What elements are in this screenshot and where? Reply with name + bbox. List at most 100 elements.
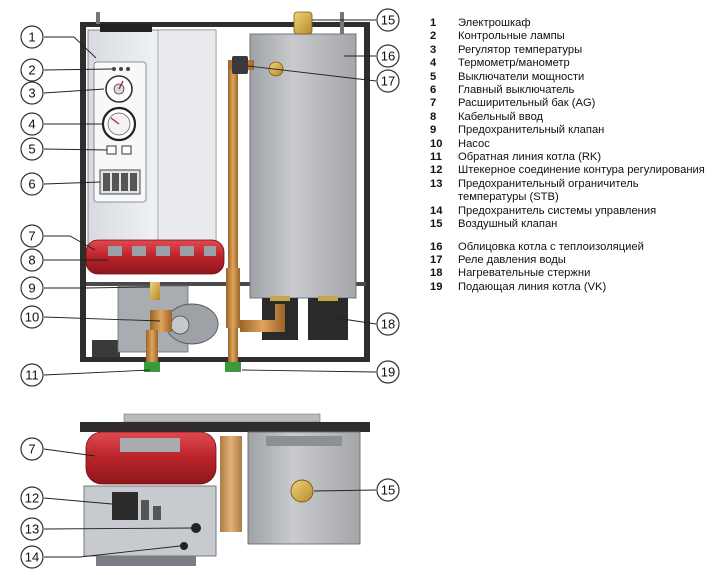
- tank-band: [108, 246, 122, 256]
- callout-number: 2: [28, 63, 35, 78]
- main-switch-lever: [103, 173, 110, 191]
- vessel-stub: [340, 12, 344, 34]
- legend-number: 1: [430, 17, 437, 29]
- callout-number: 16: [381, 49, 395, 64]
- frame-top-bar: [80, 22, 370, 27]
- top-view-pipes: [220, 436, 242, 532]
- legend-text: Обратная линия котла (RK): [458, 151, 602, 164]
- legend-text: Выключатели мощности: [458, 70, 585, 83]
- top-view-tank: [85, 431, 217, 485]
- callout-11: 11: [20, 363, 44, 387]
- legend-number: 16: [430, 240, 443, 253]
- heating-rod-cap: [270, 296, 290, 301]
- frame-right-post: [364, 22, 370, 362]
- legend-text: Предохранительный ограничитель температу…: [458, 177, 639, 204]
- legend-text: Штекерное соединение контура регулирован…: [458, 164, 705, 177]
- callout-number: 13: [25, 522, 39, 537]
- cabinet-top: [100, 24, 152, 32]
- legend-text: Облицовка котла с теплоизоляцией: [458, 240, 644, 253]
- legend-text: Электрошкаф: [458, 17, 531, 29]
- legend-text: Насос: [458, 137, 490, 150]
- main-switch-lever: [121, 173, 128, 191]
- callout-10: 10: [20, 305, 44, 329]
- legend-item: 5 Выключатели мощности: [430, 71, 710, 84]
- callout-17: 17: [376, 69, 400, 93]
- legend-number: 6: [430, 84, 437, 97]
- cabinet-side: [157, 29, 217, 253]
- tank-band: [156, 246, 170, 256]
- callout-number: 8: [28, 253, 35, 268]
- top-view-tank-clamp: [120, 438, 180, 452]
- legend-number: 12: [430, 164, 443, 177]
- callout-number: 11: [25, 368, 39, 383]
- thermostat-pointer: [118, 80, 124, 90]
- callout-3: 3: [20, 81, 44, 105]
- callout-5: 5: [20, 137, 44, 161]
- callout-8: 8: [20, 248, 44, 272]
- main-switch-lever: [112, 173, 119, 191]
- legend-number: 10: [430, 137, 443, 150]
- boiler-diagram: 1 2 3 4 5 6 7 8 9 10 11 15 16 17 18 19 7…: [20, 8, 400, 569]
- callout-number: 6: [28, 177, 35, 192]
- pump-inlet: [150, 310, 172, 332]
- callout-number: 3: [28, 86, 35, 101]
- top-view-base: [96, 556, 196, 566]
- power-switch: [121, 145, 132, 155]
- indicator-lamp: [119, 67, 123, 71]
- top-view-frame: [80, 422, 370, 432]
- callout-number: 14: [25, 550, 39, 565]
- legend-number: 15: [430, 218, 443, 231]
- return-pipe: [146, 330, 158, 364]
- stb-button: [191, 523, 201, 533]
- top-view-vessel-plate: [266, 436, 342, 446]
- callout-13: 13: [20, 517, 44, 541]
- callout-number: 15: [381, 13, 395, 28]
- flow-pipe: [228, 328, 238, 364]
- return-pipe-cap: [144, 362, 160, 372]
- control-fuse: [180, 542, 188, 550]
- legend-number: 8: [430, 110, 437, 123]
- legend-item: 1 Электрошкаф: [430, 17, 710, 30]
- pump-cap: [170, 315, 190, 335]
- pressure-switch: [232, 56, 248, 74]
- legend-item: 16 Облицовка котла с теплоизоляцией: [430, 241, 710, 254]
- copper-pipe-lower: [226, 268, 240, 328]
- tank-band: [180, 246, 194, 256]
- callout-1: 1: [20, 25, 44, 49]
- frame-bottom-bar: [80, 357, 370, 362]
- cabinet-stub: [96, 12, 100, 24]
- main-switch-lever: [130, 173, 137, 191]
- frame-left-post: [80, 22, 86, 362]
- legend-item: 12 Штекерное соединение контура регулиров…: [430, 164, 710, 177]
- legend-text: Расширительный бак (AG): [458, 97, 596, 110]
- legend-number: 18: [430, 267, 443, 280]
- heating-rod-cap: [318, 296, 338, 301]
- legend-number: 5: [430, 70, 437, 83]
- legend-item: 10 Насос: [430, 138, 710, 151]
- top-view-lid: [123, 413, 321, 423]
- callout-number: 12: [25, 491, 39, 506]
- callout-9: 9: [20, 276, 44, 300]
- top-view-air-valve: [290, 479, 314, 503]
- callout-number: 1: [28, 30, 35, 45]
- legend-number: 19: [430, 280, 443, 293]
- top-view-cabinet: [83, 485, 217, 557]
- legend-number: 9: [430, 124, 437, 137]
- expansion-tank: [85, 239, 225, 275]
- copper-pipe-vertical: [228, 66, 238, 272]
